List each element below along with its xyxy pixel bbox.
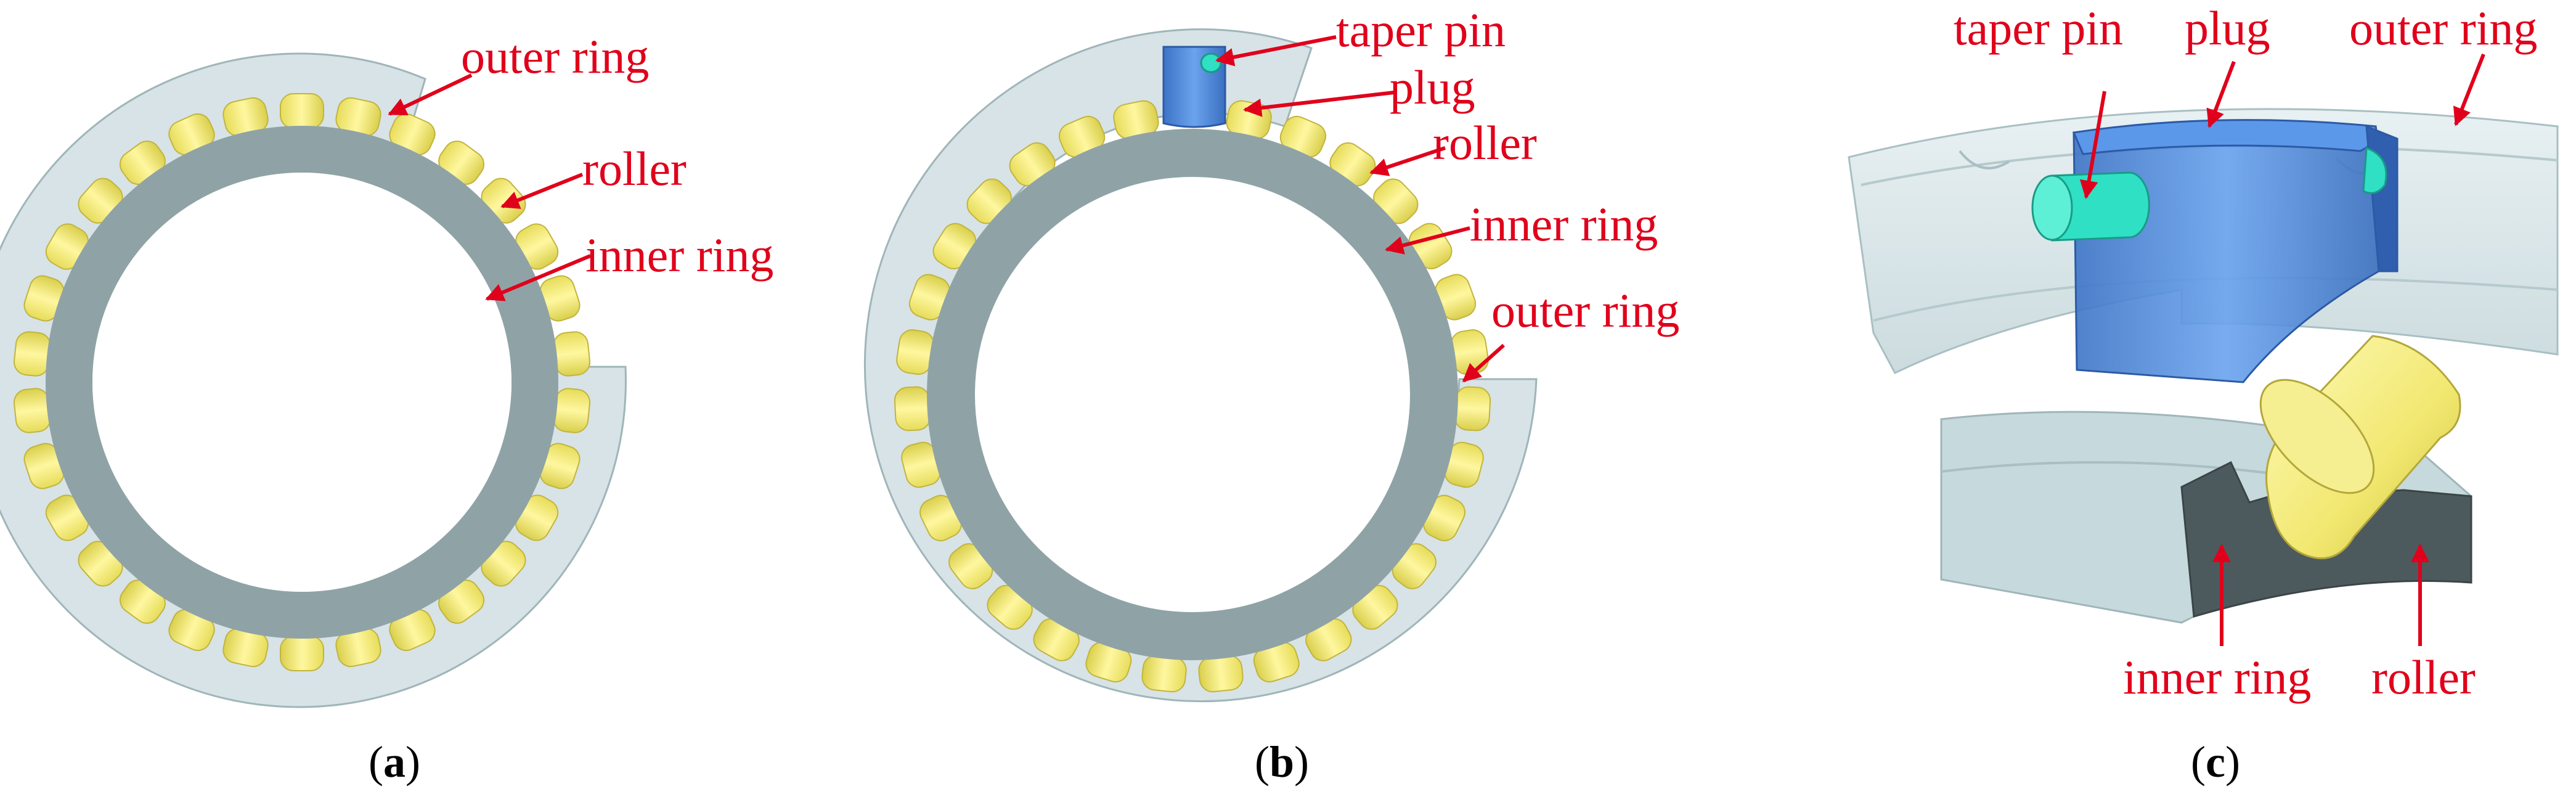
caption-c: (c) — [2191, 737, 2240, 787]
label-roller-a: roller — [582, 142, 687, 195]
panel-b-roller — [894, 386, 931, 432]
arrow-outer-ring-b — [1462, 343, 1505, 383]
plug-c — [2072, 119, 2399, 383]
caption-b: (b) — [1255, 737, 1309, 787]
roller-c — [2259, 335, 2461, 560]
label-taper-pin-b: taper pin — [1336, 3, 1506, 57]
arrow-plug-c — [2206, 60, 2236, 128]
label-inner-ring-a: inner ring — [585, 228, 773, 282]
panel-a-roller — [13, 388, 51, 433]
label-outer-ring-c: outer ring — [2349, 1, 2537, 55]
label-inner-ring-c: inner ring — [2123, 650, 2311, 704]
panel-c: taper pin plug outer ring inner ring rol… — [1848, 1, 2559, 787]
panel-a-roller — [280, 93, 324, 129]
panel-a-roller — [553, 388, 591, 433]
panel-a-roller — [13, 331, 51, 377]
arrow-inner-ring-a — [485, 254, 592, 301]
plug-b — [1162, 46, 1226, 128]
label-roller-c: roller — [2371, 650, 2476, 704]
arrow-outer-ring-c — [2453, 53, 2485, 126]
label-outer-ring-a: outer ring — [461, 30, 649, 83]
panel-b-roller — [1141, 655, 1187, 693]
taper-pin-c — [2031, 146, 2387, 242]
arrow-roller-a — [500, 173, 584, 209]
label-roller-b: roller — [1433, 116, 1537, 170]
arrow-taper-pin-b — [1215, 35, 1337, 67]
taper-pin-b — [1200, 52, 1222, 73]
inner-ring-a — [46, 126, 558, 639]
label-inner-ring-b: inner ring — [1470, 197, 1658, 251]
panel-a-roller — [553, 331, 591, 377]
label-taper-pin-c: taper pin — [1954, 1, 2123, 55]
arrow-taper-pin-c — [2079, 91, 2106, 199]
arrow-outer-ring-a — [388, 73, 473, 116]
panel-b-roller — [1454, 386, 1491, 432]
caption-a: (a) — [369, 737, 420, 787]
arrow-plug-b — [1243, 91, 1395, 117]
label-plug-c: plug — [2185, 1, 2270, 55]
arrow-inner-ring-b — [1385, 226, 1470, 255]
arrow-roller-b — [1369, 146, 1446, 176]
panel-b: taper pin plug roller inner ring outer r… — [863, 3, 1679, 787]
label-outer-ring-b: outer ring — [1491, 284, 1679, 337]
panel-b-roller — [1198, 655, 1244, 693]
panel-a-roller — [280, 636, 324, 671]
label-plug-b: plug — [1390, 60, 1475, 114]
panel-a: outer ring roller inner ring (a) — [0, 30, 773, 787]
inner-ring-b — [927, 129, 1458, 660]
